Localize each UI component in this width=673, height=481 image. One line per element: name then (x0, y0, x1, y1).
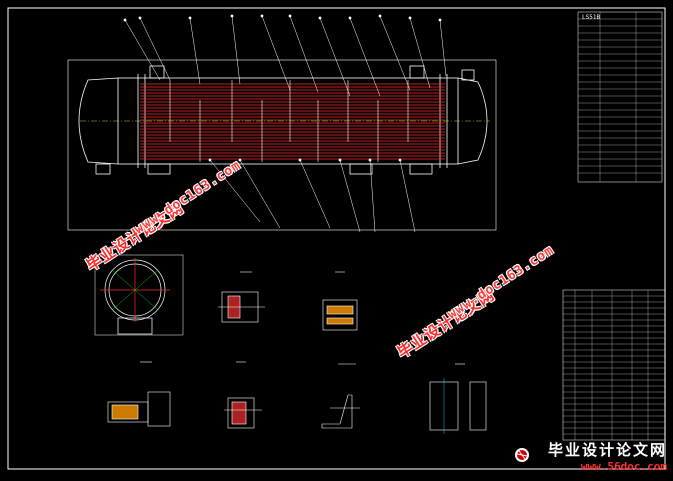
leader-dot (238, 158, 242, 162)
leader-dot (230, 14, 234, 18)
leader-line (319, 17, 351, 97)
footer-logo-icon (515, 448, 529, 462)
leader-dot (348, 16, 352, 20)
parts-list-rows (563, 290, 665, 440)
detail-view-2 (322, 271, 358, 331)
nozzle-right-top (409, 65, 425, 79)
leader-dot (368, 158, 372, 162)
leader-line (339, 159, 361, 233)
leader-dot (318, 16, 322, 20)
detail-view-4 (224, 361, 262, 429)
leader-dot (208, 158, 212, 162)
footer-brand: 毕业设计论文网 www.56doc.com (548, 439, 667, 473)
left-head (78, 77, 119, 165)
leader-line (409, 17, 431, 89)
leader-line (369, 159, 376, 233)
leader-line (209, 159, 261, 223)
leader-lines (123, 14, 447, 233)
detail-view-6 (429, 363, 487, 434)
detail-view-5 (321, 363, 360, 429)
nozzle-head-top (461, 69, 475, 81)
leader-line (231, 15, 241, 85)
leader-dot (260, 14, 264, 18)
leader-dot (138, 16, 142, 20)
leader-dot (338, 158, 342, 162)
leader-line (299, 159, 331, 229)
leader-line (189, 17, 201, 85)
main-view-frame (67, 59, 497, 231)
leader-dot (123, 18, 127, 22)
leader-dot (398, 158, 402, 162)
leader-line (379, 15, 411, 91)
support-saddle-left (147, 163, 171, 175)
leader-line (261, 15, 291, 91)
leader-dot (298, 158, 302, 162)
support-saddle-right (349, 163, 373, 175)
support-saddle-3 (409, 163, 433, 175)
leader-line (139, 17, 171, 81)
leader-dot (438, 18, 442, 22)
leader-line (289, 15, 319, 93)
title-block-code: LS51B (582, 14, 601, 21)
section-frame (94, 254, 184, 336)
footer-site-name: 毕业设计论文网 (547, 441, 667, 459)
leader-dot (378, 14, 382, 18)
parts-list-table (562, 289, 666, 441)
footer-url: www.56doc.com (580, 460, 667, 473)
revision-table (577, 11, 663, 183)
nozzle-left-top (149, 65, 165, 79)
sheet-border (7, 7, 666, 470)
detail-view-1 (218, 271, 265, 323)
leader-line (399, 159, 416, 233)
section-view (94, 254, 184, 336)
leader-line (349, 17, 381, 97)
leader-line (124, 19, 161, 81)
leader-dot (288, 14, 292, 18)
nozzle-left-bottom (95, 163, 111, 175)
detail-view-3 (107, 361, 171, 427)
revision-table-rows (578, 12, 662, 182)
leader-line (439, 19, 447, 77)
leader-dot (188, 16, 192, 20)
leader-line (239, 159, 281, 229)
tube-bundle (140, 83, 445, 160)
baffles (169, 80, 409, 162)
leader-dot (408, 16, 412, 20)
